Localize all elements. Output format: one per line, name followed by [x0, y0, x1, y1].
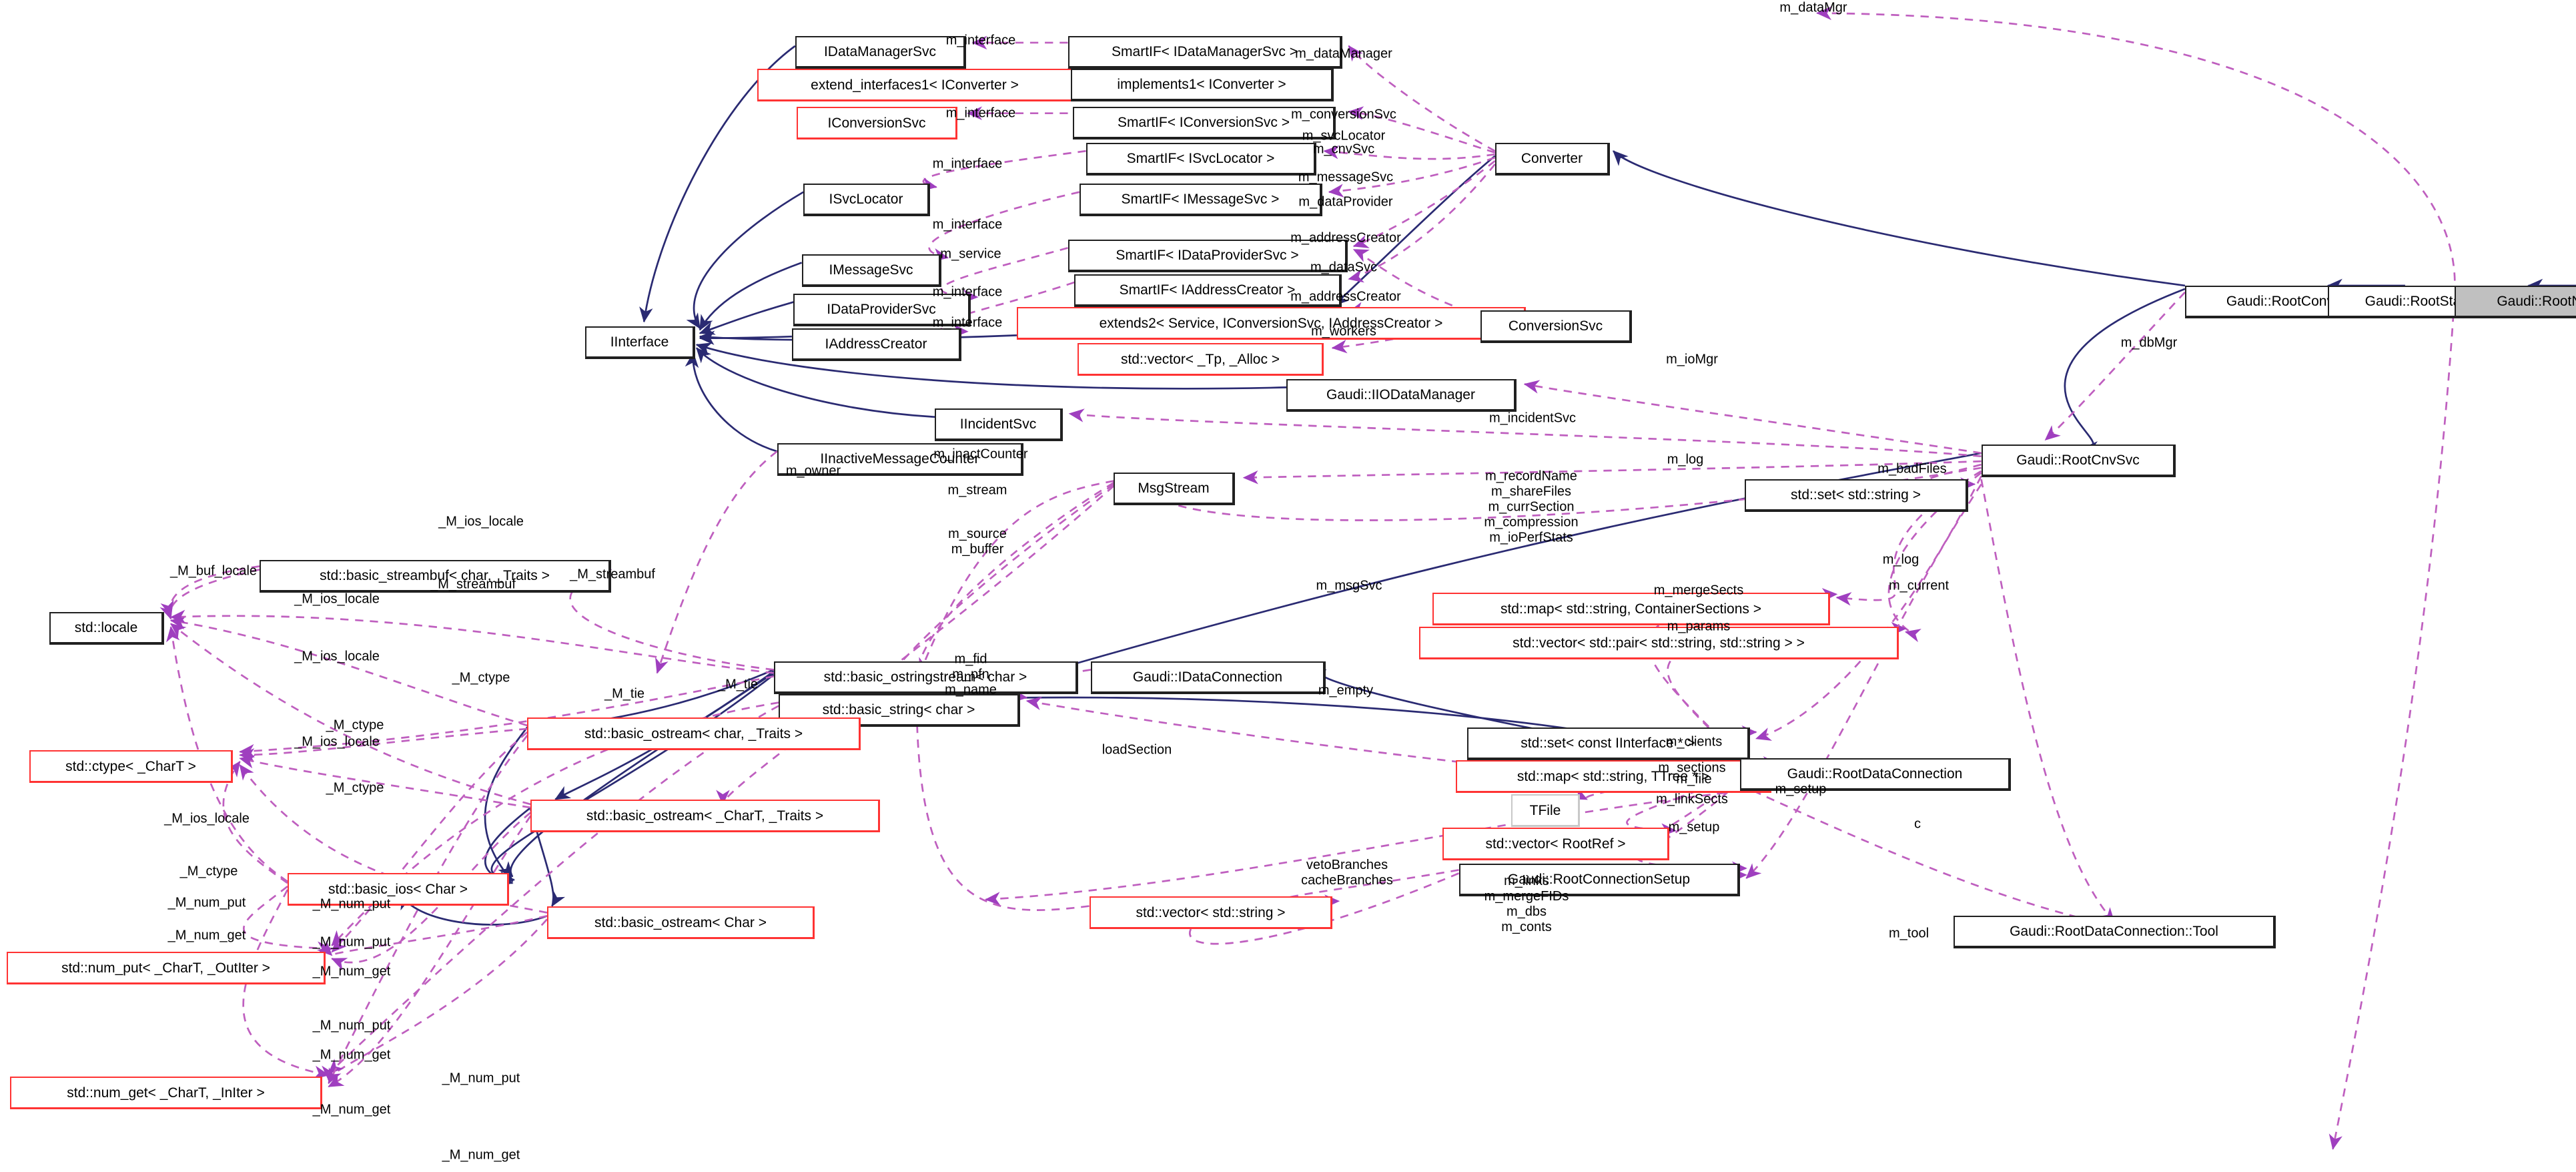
class-node-MsgStream[interactable]: MsgStream	[1114, 473, 1235, 505]
class-node-Gaudi_RootDataConnection[interactable]: Gaudi::RootDataConnection	[1740, 758, 2011, 791]
edge-label-lbl_M_num_put_1: _M_num_put	[167, 895, 246, 910]
class-node-std_basic_ostream_CharT_Traits[interactable]: std::basic_ostream< _CharT, _Traits >	[530, 800, 880, 832]
class-node-IConversionSvc[interactable]: IConversionSvc	[797, 107, 957, 139]
edge-label-lbl_M_ctype_3: _M_ctype	[326, 780, 384, 796]
edge-label-lbl_M_num_get_4: _M_num_get	[312, 1102, 391, 1117]
edge-label-lbl_M_num_put_3: _M_num_put	[312, 934, 391, 950]
class-node-IDataProviderSvc[interactable]: IDataProviderSvc	[793, 294, 971, 326]
edge-label-lbl_M_tie_1: _M_tie	[604, 686, 645, 701]
edge-label-lbl_m_recordName: m_recordName m_shareFiles m_currSection …	[1484, 469, 1579, 545]
class-node-ISvcLocator[interactable]: ISvcLocator	[803, 184, 930, 216]
class-node-TFile[interactable]: TFile	[1511, 794, 1580, 827]
class-node-Gaudi_IODataManager[interactable]: Gaudi::IIODataManager	[1286, 379, 1517, 412]
class-node-std_num_put[interactable]: std::num_put< _CharT, _OutIter >	[7, 952, 326, 984]
edge-label-lbl_M_num_put_5: _M_num_put	[442, 1071, 520, 1086]
edge-label-lbl_M_num_put_4: _M_num_put	[312, 1018, 391, 1033]
edge-label-lbl_m_empty: m_empty	[1318, 683, 1374, 698]
class-node-IMessageSvc[interactable]: IMessageSvc	[802, 254, 941, 287]
class-node-SmartIF_ISvcLocator[interactable]: SmartIF< ISvcLocator >	[1086, 143, 1316, 176]
edge-label-lbl_m_badFiles: m_badFiles	[1877, 461, 1947, 477]
class-node-implements1_IConverter[interactable]: implements1< IConverter >	[1071, 69, 1334, 101]
class-node-IIncidentSvc[interactable]: IIncidentSvc	[935, 408, 1063, 441]
edge-label-lbl_M_ios_locale_2: _M_ios_locale	[294, 591, 380, 607]
edge-label-lbl_M_buf_locale: _M_buf_locale	[169, 563, 258, 579]
edge-label-lbl_m_setup_left: m_setup	[1668, 820, 1720, 835]
class-node-std_vector_pair_string_string[interactable]: std::vector< std::pair< std::string, std…	[1419, 627, 1899, 659]
class-node-SmartIF_IDataManagerSvc[interactable]: SmartIF< IDataManagerSvc >	[1068, 36, 1342, 69]
class-node-std_basic_string_char[interactable]: std::basic_string< char >	[779, 694, 1020, 727]
edge-label-lbl_m_msgSvc: m_msgSvc	[1316, 578, 1382, 593]
class-node-IInactiveMessageCounter[interactable]: IInactiveMessageCounter	[777, 443, 1023, 476]
class-node-Gaudi_RootDataConnection_Tool[interactable]: Gaudi::RootDataConnection::Tool	[1954, 916, 2276, 948]
edge-label-lbl_m_dbMgr: m_dbMgr	[2120, 335, 2178, 350]
class-node-std_locale[interactable]: std::locale	[49, 612, 164, 645]
class-node-std_set_std_string[interactable]: std::set< std::string >	[1745, 479, 1968, 512]
class-node-std_basic_streambuf[interactable]: std::basic_streambuf< char, _Traits >	[260, 560, 611, 593]
edge-label-lbl_c: c	[1914, 816, 1921, 832]
class-node-std_map_string_TTree[interactable]: std::map< std::string, TTree * >	[1456, 760, 1771, 793]
edge-label-lbl_m_source_buffer: m_source m_buffer	[948, 527, 1007, 557]
class-node-IDataManagerSvc[interactable]: IDataManagerSvc	[795, 36, 966, 69]
edge-label-lbl_M_ios_locale_5: _M_ios_locale	[164, 811, 250, 826]
edge-label-lbl_M_num_get_3: _M_num_get	[312, 1047, 391, 1063]
class-node-Gaudi_RootConnectionSetup[interactable]: Gaudi::RootConnectionSetup	[1459, 864, 1740, 896]
edge-label-lbl_m_linkSects: m_linkSects	[1656, 792, 1728, 807]
class-node-Gaudi_RootCnvSvc[interactable]: Gaudi::RootCnvSvc	[1982, 445, 2176, 477]
class-node-std_num_get[interactable]: std::num_get< _CharT, _InIter >	[10, 1077, 322, 1109]
class-node-SmartIF_IAddressCreator[interactable]: SmartIF< IAddressCreator >	[1074, 274, 1342, 307]
edge-label-lbl_M_ctype_1: _M_ctype	[452, 670, 510, 685]
edge-label-lbl_M_num_get_5: _M_num_get	[442, 1147, 520, 1163]
edge-label-lbl_m_log_1: m_log	[1667, 452, 1704, 467]
edge-label-lbl_M_ctype_4: _M_ctype	[179, 864, 238, 879]
class-node-Gaudi_IDataConnection[interactable]: Gaudi::IDataConnection	[1091, 661, 1326, 694]
edge-label-lbl_m_log_2: m_log	[1882, 552, 1919, 567]
edge-label-lbl_m_interface_4: m_interface	[932, 217, 1003, 232]
class-node-SmartIF_IDataProviderSvc[interactable]: SmartIF< IDataProviderSvc >	[1068, 240, 1348, 272]
edge-label-lbl_m_ioMgr: m_ioMgr	[1666, 352, 1718, 367]
edge-label-lbl_m_current: m_current	[1888, 578, 1950, 593]
class-node-extends2_Service[interactable]: extends2< Service, IConversionSvc, IAddr…	[1017, 307, 1526, 340]
class-node-std_map_string_ContainerSections[interactable]: std::map< std::string, ContainerSections…	[1432, 593, 1830, 625]
edge-label-lbl_m_service: m_service	[940, 246, 1001, 262]
class-node-std_basic_ostream_Char[interactable]: std::basic_ostream< Char >	[547, 906, 815, 939]
edge-label-lbl_m_interface_3: m_interface	[932, 156, 1003, 172]
class-node-SmartIF_IMessageSvc[interactable]: SmartIF< IMessageSvc >	[1080, 184, 1322, 216]
edge-label-lbl_m_tool: m_tool	[1888, 926, 1929, 941]
class-node-Converter[interactable]: Converter	[1495, 143, 1610, 176]
edge-label-lbl_M_ctype_2: _M_ctype	[326, 717, 384, 733]
class-node-Interface[interactable]: IInterface	[585, 326, 695, 359]
edge-label-lbl_m_stream: m_stream	[947, 483, 1007, 498]
edge-label-lbl_M_num_get_1: _M_num_get	[167, 928, 246, 943]
edge-label-lbl_M_tie_2: _M_tie	[717, 677, 759, 692]
class-node-IAddressCreator[interactable]: IAddressCreator	[792, 328, 961, 361]
edge-label-lbl_loadSection: loadSection	[1102, 742, 1172, 758]
edge-label-lbl_M_ios_locale_1: _M_ios_locale	[438, 514, 524, 529]
class-node-std_set_const_Interface[interactable]: std::set< const IInterface * >	[1467, 727, 1750, 760]
class-node-std_vector_RootRef[interactable]: std::vector< RootRef >	[1442, 828, 1669, 860]
edge-label-lbl_M_ios_locale_3: _M_ios_locale	[294, 649, 380, 664]
class-node-std_vector_std_string[interactable]: std::vector< std::string >	[1090, 896, 1332, 929]
edge-label-lbl_M_ios_locale_4: _M_ios_locale	[294, 734, 380, 750]
class-node-std_vector_Tp_Alloc[interactable]: std::vector< _Tp, _Alloc >	[1078, 343, 1324, 376]
class-node-std_basic_ostream_char_Traits[interactable]: std::basic_ostream< char, _Traits >	[527, 717, 861, 750]
edge-label-lbl_m_incidentSvc: m_incidentSvc	[1488, 410, 1577, 426]
class-node-ConversionSvc[interactable]: ConversionSvc	[1480, 310, 1632, 343]
class-node-SmartIF_IConversionSvc[interactable]: SmartIF< IConversionSvc >	[1073, 107, 1336, 139]
class-node-std_basic_ios_Char[interactable]: std::basic_ios< Char >	[288, 873, 509, 906]
edge-label-lbl_vetoBranches: vetoBranches cacheBranches	[1301, 858, 1393, 888]
edge-label-lbl_m_cnvSvc: m_cnvSvc	[1312, 141, 1375, 157]
edge-label-lbl_m_dataMgr_top: m_dataMgr	[1779, 0, 1847, 15]
class-node-Gaudi_RootNTupleCnv[interactable]: Gaudi::RootNTupleCnv	[2455, 286, 2576, 318]
class-node-extend_interfaces1_IConverter[interactable]: extend_interfaces1< IConverter >	[757, 69, 1073, 101]
class-node-std_basic_ostringstream_char[interactable]: std::basic_ostringstream< char >	[774, 661, 1078, 694]
class-node-std_ctype_CharT[interactable]: std::ctype< _CharT >	[29, 750, 233, 783]
